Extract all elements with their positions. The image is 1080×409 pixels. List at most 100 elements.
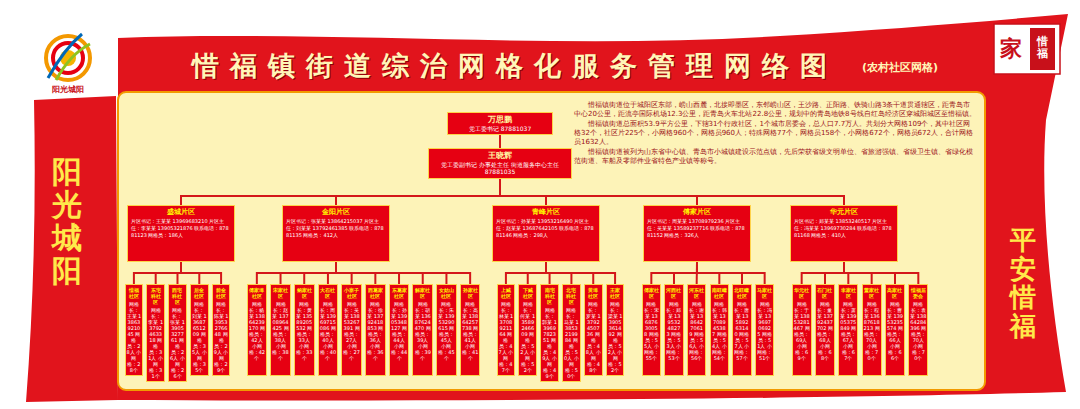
node-body: 网格长：于某 13853281467 网格员：69人 小网格：69个: [794, 301, 810, 361]
node-body: 党工委副书记 办事处主任 街道服务中心主任 87881035: [432, 161, 568, 176]
node-heading: 金阳片区: [286, 208, 386, 217]
node-body: 党工委书记 87881037: [451, 125, 549, 133]
node-body: 网格长：朱某 13953290615 网格员：45人 小网格：45个: [438, 301, 455, 361]
node-body: 片区书记：郑某某 13853240517 片区主任：冯某某 1396973028…: [794, 218, 894, 238]
node-heading: 马家社区: [757, 287, 773, 299]
community-box: 后金社区网格长：刘某 13687651209 网格员：35人 小网格：35个: [190, 284, 209, 376]
community-box: 河西社区网格长：郑某 13953248273 网格员：53人 小网格：53个: [664, 284, 684, 376]
node-heading: 东葛家社区: [391, 287, 408, 299]
intro-text: 惜福镇街道位于城阳区东部，崂山西麓，北接即墨区，东邻崂山区，王沙路、正阳路、铁骑…: [574, 101, 976, 119]
yellow-panel: [118, 92, 985, 390]
community-box: 高家社区网格长：曹某 13953235574 网格员：66人 小网格：66个: [885, 284, 905, 376]
community-box: 董家社区网格长：程某 13687618213 网格员：70人 小网格：70个: [862, 284, 882, 376]
community-box: 李家社区网格长：萧某 13905375849 网格员：67人 小网格：67个: [838, 284, 858, 376]
node-body: 网格长：罗某 13792450736 网格员：48人 小网格：48个: [586, 301, 601, 373]
org-connector: [500, 179, 844, 205]
org-connector: [697, 262, 765, 284]
node-heading: 高家社区: [887, 287, 903, 299]
node-body: 片区书记：张某某 13864215037 片区主任：刘某某 1379246138…: [286, 218, 386, 238]
node-heading: 孙家社区: [462, 287, 479, 299]
node-body: 网格长：刘某 13687651209 网格员：35人 小网格：35个: [192, 301, 207, 373]
org-connector: [500, 179, 546, 205]
node-heading: 上臧社区: [499, 287, 514, 299]
node-body: 网格长：梁某 13905361492 网格员：52人 小网格：52个: [608, 301, 623, 373]
community-box: 河东社区网格长：谢某 13864270619 网格员：56人 小网格：56个: [687, 284, 707, 376]
logo-seal: [1030, 28, 1055, 70]
org-connector: [304, 262, 336, 284]
org-connector: [499, 135, 501, 148]
community-box: 孙家社区网格长：高某 13864257738 网格员：41人 小网格：41个: [460, 284, 481, 376]
node-heading: 惜福社区: [127, 287, 142, 299]
node-heading: 李家社区: [840, 287, 856, 299]
district-box: 傅家片区片区书记：周某某 13708979236 片区主任：吴某某 135892…: [643, 205, 751, 262]
node-body: 网格长：李某 13792463318 网格员：31人 小网格：31个: [148, 307, 163, 379]
node-body: 片区书记：孙某某 13953216490 片区主任：赵某某 1368764210…: [496, 218, 596, 238]
node-body: 网格长：唐某 13589263140 网格员：57人 小网格：57个: [734, 301, 750, 361]
emblem-text: 阳光城阳: [38, 84, 98, 95]
leader-box: 王晓辉党工委副书记 办事处主任 街道服务中心主任 87881035: [428, 148, 572, 179]
node-body: 网格长：冯某 13969706925 网格员：51人 小网格：51个: [757, 301, 773, 361]
logo-text: 家: [1000, 34, 1022, 64]
node-body: 网格长：周某 13969715086 网格员：40人 小网格：40个: [320, 301, 337, 361]
community-box: 黄埠社区网格长：罗某 13792450736 网格员：48人 小网格：48个: [584, 284, 603, 376]
org-connector: [281, 262, 336, 284]
node-body: 网格长：袁某 13864284396 网格员：70人 小网格：70个: [910, 301, 926, 361]
node-body: 网格长：林某 13708921164 网格员：47人 小网格：47个: [499, 301, 514, 373]
node-body: 网格长：程某 13687618213 网格员：70人 小网格：70个: [864, 301, 880, 361]
node-heading: 大石社区: [320, 287, 337, 299]
node-body: 网格长：徐某 13792418853 网格员：36人 小网格：36个: [367, 301, 384, 361]
node-heading: 北宅科社区: [564, 287, 579, 305]
org-connector: [506, 262, 546, 284]
org-connector: [674, 262, 697, 284]
community-box: 东葛家社区网格长：孙某 13905348127 网格员：44人 小网格：44个: [389, 284, 410, 376]
node-body: 网格长：高某 13864257738 网格员：41人 小网格：41个: [462, 301, 479, 361]
community-box: 东宅科社区网格长：李某 13792463318 网格员：31人 小网格：31个: [146, 284, 165, 382]
district-box: 金阳片区片区书记：张某某 13864215037 片区主任：刘某某 137924…: [282, 205, 390, 262]
node-heading: 东宅科社区: [148, 287, 163, 305]
node-heading: 西葛家社区: [367, 287, 384, 299]
node-body: 网格长：董某 13792437702 网格员：68人 小网格：68个: [817, 301, 833, 361]
node-heading: 王家社区: [608, 287, 623, 299]
node-heading: 女姑山社区: [438, 287, 455, 299]
community-box: 宋家社区网格长：赵某 13708964425 网格员：38人 小网格：38个: [270, 284, 291, 376]
node-heading: 盛城片区: [131, 208, 231, 217]
community-box: 西葛家社区网格长：徐某 13792418853 网格员：36人 小网格：36个: [365, 284, 386, 376]
community-box: 石门社区网格长：董某 13792437702 网格员：68人 小网格：68个: [815, 284, 835, 376]
node-body: 网格长：王某 13863921045 网格员：28人 小网格：28个: [127, 301, 142, 373]
node-heading: 下臧社区: [520, 287, 535, 299]
community-box: 南宅科社区网格长：郭某 13969782351 网格员：49人 小网格：49个: [540, 284, 559, 382]
node-body: 网格长：马某 13853219984 网格员：50人 小网格：50个: [564, 307, 579, 379]
node-body: 网格长：杨某 13864239170 网格员：42人 小网格：42个: [249, 301, 266, 361]
org-connector: [328, 262, 336, 284]
org-connector: [156, 262, 181, 284]
org-connector: [257, 262, 336, 284]
node-body: 片区书记：周某某 13708979236 片区主任：吴某某 1358923771…: [647, 218, 747, 238]
district-box: 盛城片区片区书记：王某某 13969683210 片区主任：李某某 139053…: [127, 205, 235, 262]
node-body: 网格长：郑某 13953248273 网格员：53人 小网格：53个: [666, 301, 682, 361]
node-body: 网格长：黄某 13589205532 网格员：33人 小网格：33个: [296, 301, 313, 361]
node-body: 网格长：宋某 13687630058 网格员：55人 小网格：55个: [644, 301, 660, 361]
org-connector: [181, 262, 221, 284]
left-pole: [26, 96, 118, 402]
community-box: 大石社区网格长：周某 13969715086 网格员：40人 小网格：40个: [318, 284, 339, 376]
org-connector: [825, 262, 844, 284]
community-box: 西宅科社区网格长：张某 13905327761 网格员：26人 小网格：26个: [168, 284, 187, 382]
node-heading: 南旺疃社区: [712, 287, 728, 299]
community-box: 女姑山社区网格长：朱某 13953290615 网格员：45人 小网格：45个: [436, 284, 457, 376]
logo-text: 惜福: [1037, 36, 1048, 60]
community-box: 惜福社区网格长：王某 13863921045 网格员：28人 小网格：28个: [125, 284, 144, 376]
node-heading: 华元片区: [794, 208, 894, 217]
node-body: 网格长：孙某 13905348127 网格员：44人 小网格：44个: [391, 301, 408, 361]
community-box: 北宅科社区网格长：马某 13853219984 网格员：50人 小网格：50个: [562, 284, 581, 382]
node-body: 网格长：何某 13589246609 网格员：52人 小网格：52个: [520, 301, 535, 373]
org-connector: [651, 262, 697, 284]
node-heading: 华元社区: [794, 287, 810, 299]
city-emblem: [46, 34, 90, 80]
org-connector: [802, 262, 844, 284]
node-heading: 董家社区: [864, 287, 880, 299]
subtitle: (农村社区网格): [862, 60, 982, 75]
org-connector: [528, 262, 546, 284]
node-body: 网格长：谢某 13864270619 网格员：56人 小网格：56个: [689, 301, 705, 361]
node-heading: 黄埠社区: [586, 287, 601, 299]
node-heading: 南宅科社区: [542, 287, 557, 305]
